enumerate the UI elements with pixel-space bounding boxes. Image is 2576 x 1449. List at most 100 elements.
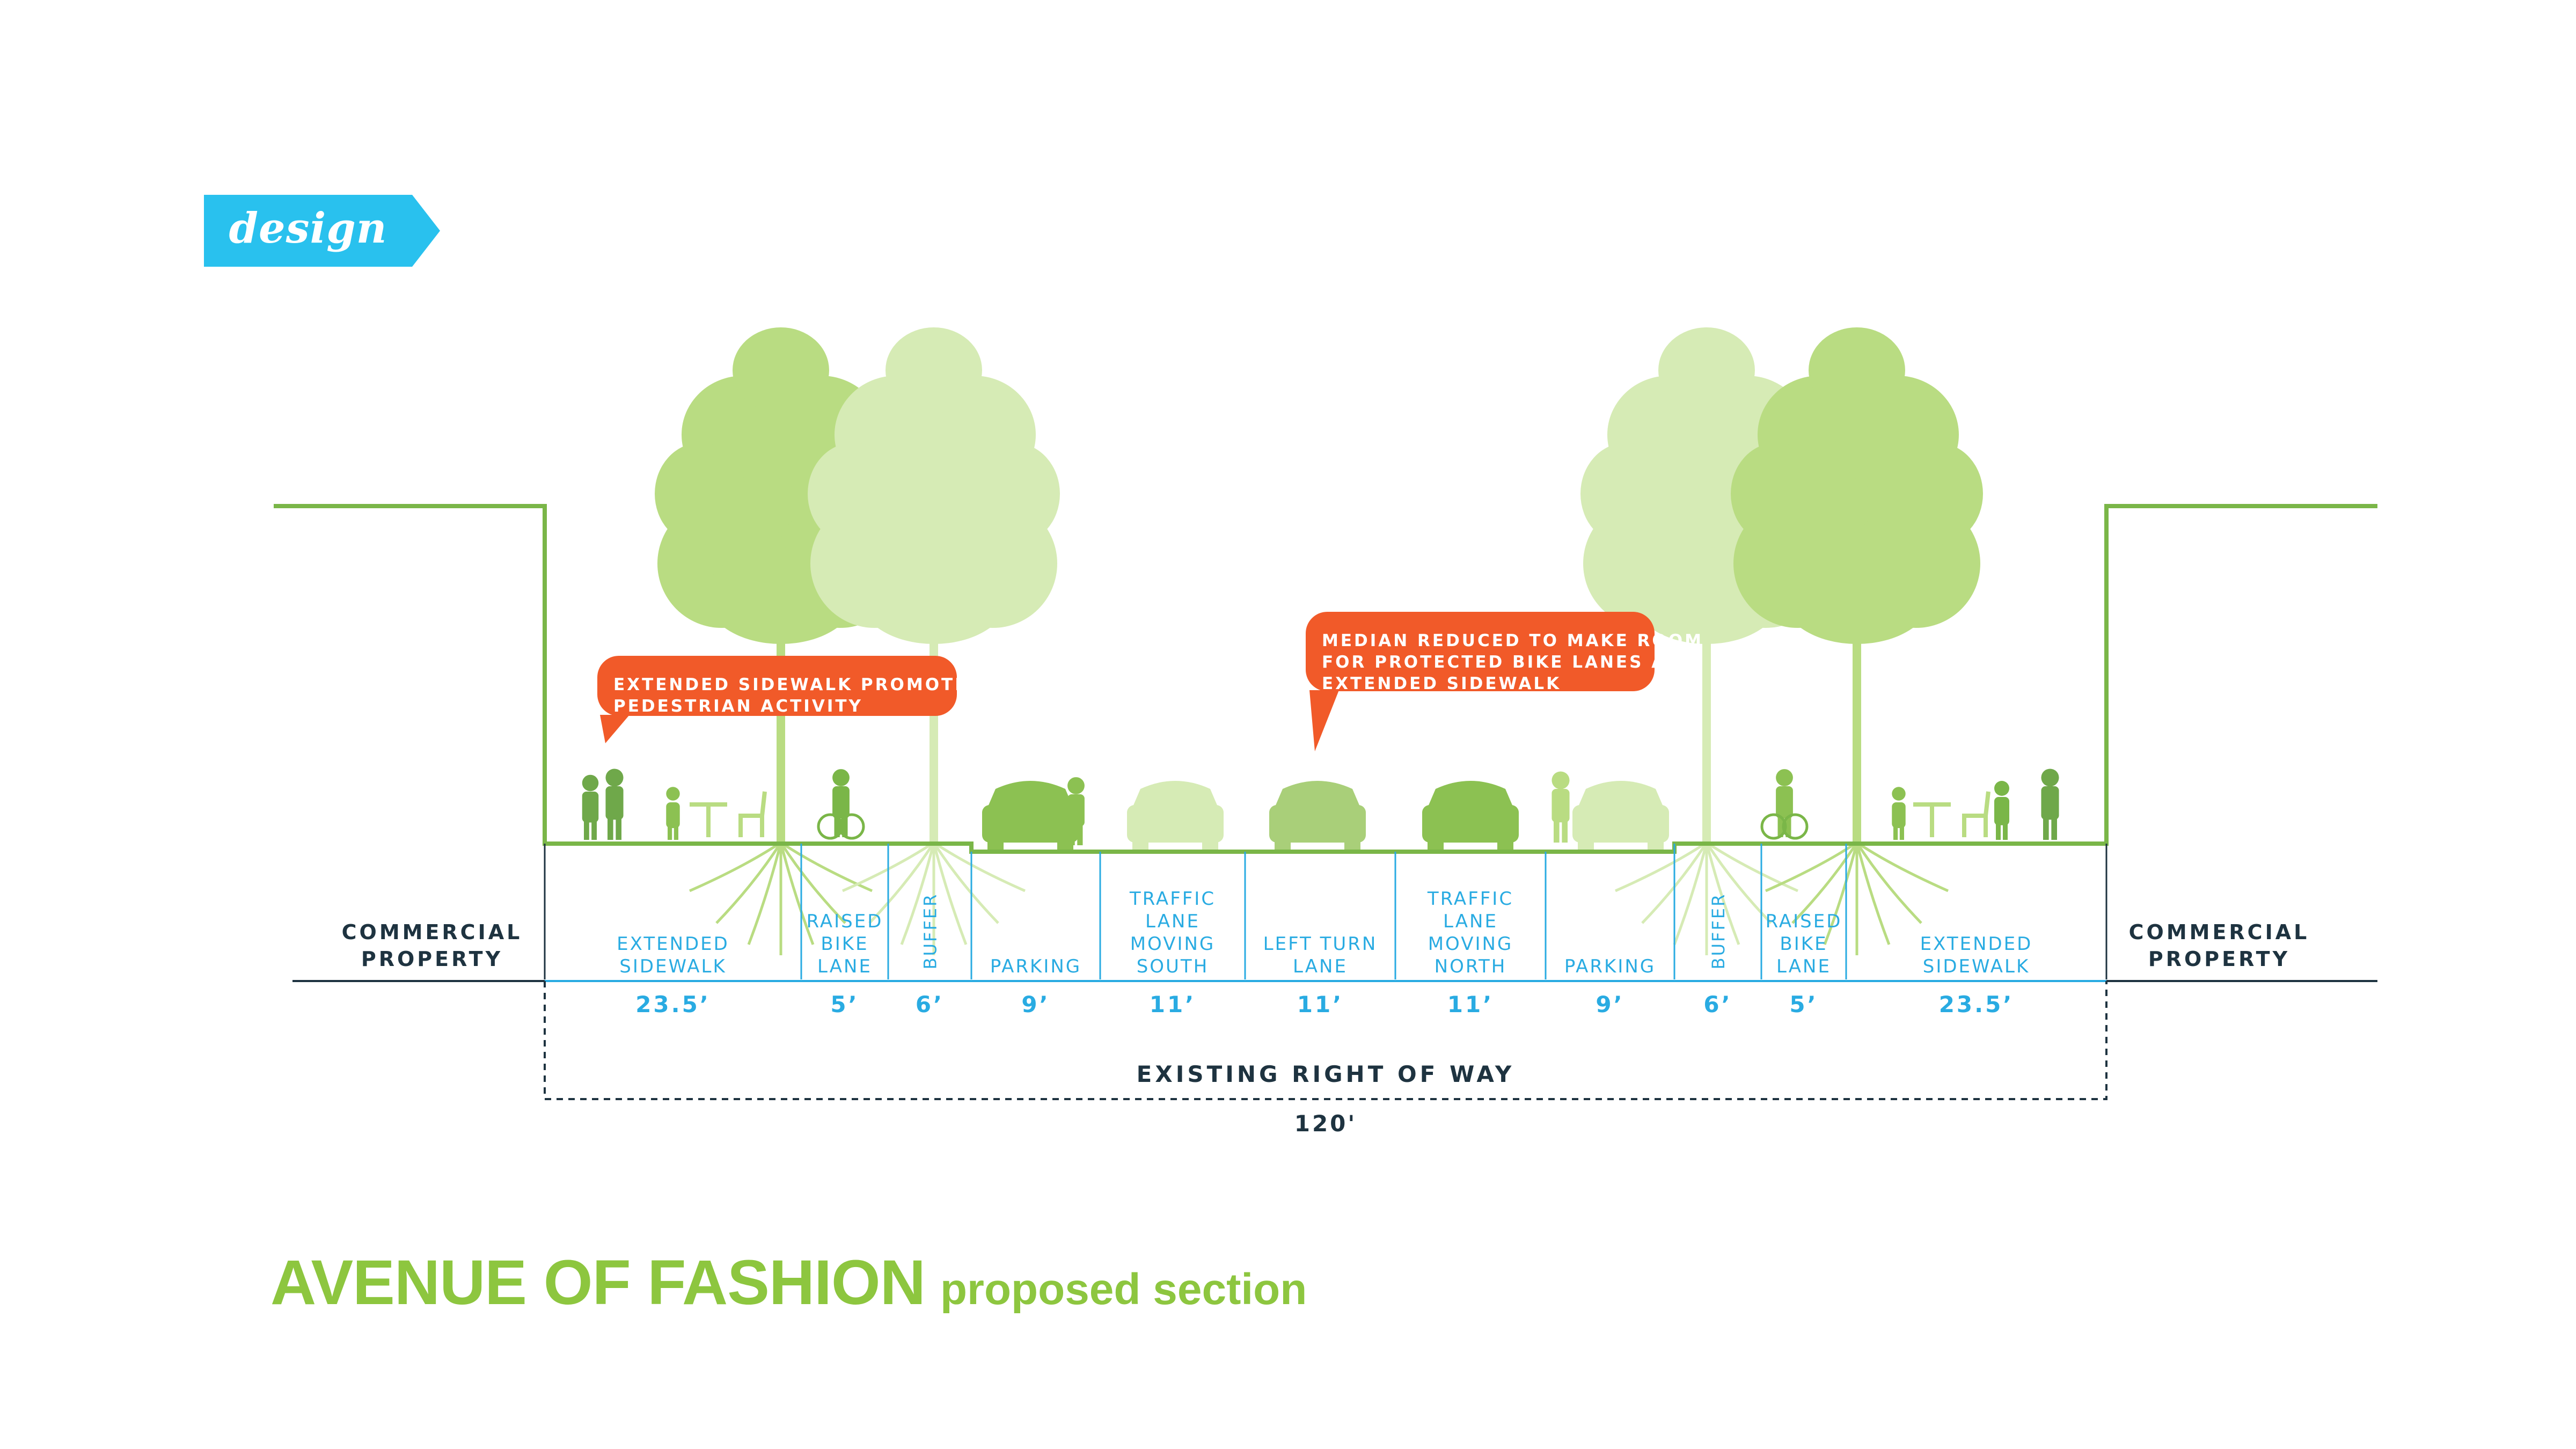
car-wheel xyxy=(1132,840,1148,852)
person-leg xyxy=(1077,815,1083,845)
person-head xyxy=(1994,781,2009,796)
lane-label: LANE xyxy=(1145,911,1200,932)
lane-width: 23.5’ xyxy=(635,991,711,1018)
lane-label: NORTH xyxy=(1435,956,1507,977)
car-roof xyxy=(1578,781,1664,808)
tree-canopy xyxy=(969,443,1060,545)
tree-root xyxy=(1673,842,1708,945)
right-of-way-dimension xyxy=(544,981,2107,1100)
lane-width: 23.5’ xyxy=(1939,991,2014,1018)
person-leg xyxy=(668,816,672,840)
lane-label: PARKING xyxy=(1564,956,1656,977)
person-leg xyxy=(584,811,589,840)
person-head xyxy=(1892,787,1906,801)
tree-left-2 xyxy=(808,327,1060,955)
bike-wheel-icon xyxy=(1760,813,1787,840)
right-of-way-width: 120' xyxy=(1294,1110,1357,1137)
tree-root xyxy=(933,841,1026,892)
bike-wheel-icon xyxy=(838,813,865,840)
car-wheel xyxy=(1497,840,1513,852)
bike-wheel-icon xyxy=(1782,813,1809,840)
lane-label: SIDEWALK xyxy=(619,956,727,977)
tree-root xyxy=(1614,841,1708,892)
tree-root xyxy=(779,841,846,924)
title-subtitle: proposed section xyxy=(940,1265,1307,1314)
car-wheel xyxy=(1275,840,1291,852)
lane-label: BIKE xyxy=(1780,933,1827,955)
cyclist xyxy=(1776,769,1793,837)
tree-canopy xyxy=(1731,443,1822,545)
car-roof xyxy=(1132,781,1218,808)
ground-profile xyxy=(274,504,2377,854)
person-leg xyxy=(674,816,678,840)
person-leg xyxy=(842,807,848,837)
tree-root xyxy=(1823,842,1858,945)
person-leg xyxy=(1562,811,1568,843)
lane-width: 11’ xyxy=(1297,991,1343,1018)
person-leg xyxy=(1996,813,2001,840)
pedestrian xyxy=(582,774,599,840)
car-wheel xyxy=(1202,840,1218,852)
car-body xyxy=(1269,805,1366,843)
diagram-title: AVENUE OF FASHION proposed section xyxy=(270,1246,1307,1319)
car-body xyxy=(1127,805,1224,843)
tree-root xyxy=(747,842,782,945)
tree-canopy xyxy=(808,443,899,545)
callout-tail xyxy=(1309,690,1339,751)
lane-label: MOVING xyxy=(1130,933,1216,955)
lane-label: BIKE xyxy=(821,933,868,955)
cafe-chair-icon xyxy=(1962,791,1990,837)
person-head xyxy=(1552,771,1570,789)
person-leg xyxy=(591,811,597,840)
tree-root xyxy=(1765,841,1858,892)
lane-label: BUFFER xyxy=(920,893,941,970)
person-leg xyxy=(2043,808,2049,840)
person-leg xyxy=(2051,808,2057,840)
seated-person xyxy=(1892,787,1906,840)
car-roof xyxy=(1275,781,1360,808)
car-body xyxy=(1422,805,1519,843)
car-wheel xyxy=(987,840,1004,852)
car-wheel xyxy=(1344,840,1360,852)
title-main: AVENUE OF FASHION xyxy=(270,1247,926,1318)
commercial-property-left: COMMERCIAL xyxy=(342,920,523,944)
tree-root xyxy=(932,842,968,945)
car-parking-left xyxy=(982,781,1079,852)
cafe-table-icon xyxy=(690,802,727,807)
lane-width: 11’ xyxy=(1447,991,1494,1018)
lane-label: LANE xyxy=(1776,956,1831,977)
callout-text: MEDIAN REDUCED TO MAKE ROOM xyxy=(1322,631,1703,650)
tree-root xyxy=(715,841,782,924)
lane-width: 5’ xyxy=(830,991,859,1018)
tree-canopy xyxy=(859,547,1009,644)
person-leg xyxy=(1777,807,1783,837)
cyclist xyxy=(832,769,850,837)
right-of-way-label: EXISTING RIGHT OF WAY xyxy=(1137,1061,1515,1087)
lane-width: 9’ xyxy=(1596,991,1624,1018)
lane-label: EXTENDED xyxy=(617,933,729,955)
lane-label: SOUTH xyxy=(1137,956,1209,977)
tree-root xyxy=(900,842,935,945)
car-parking-right xyxy=(1572,781,1669,852)
lane-label: SIDEWALK xyxy=(1923,956,2030,977)
person-leg xyxy=(608,808,613,840)
callout-tail xyxy=(600,715,630,743)
person-leg xyxy=(1785,807,1791,837)
person-leg xyxy=(1554,811,1560,843)
tree-root xyxy=(1855,842,1891,945)
car-wheel xyxy=(1648,840,1664,852)
tree-canopy xyxy=(1580,443,1672,545)
tree-canopy xyxy=(733,327,829,413)
pedestrian xyxy=(1552,771,1570,843)
person-head xyxy=(2041,769,2059,787)
lane-label: LANE xyxy=(817,956,872,977)
lane-label: EXTENDED xyxy=(1920,933,2033,955)
callout-text: PEDESTRIAN ACTIVITY xyxy=(613,697,863,716)
person-leg xyxy=(616,808,621,840)
car-left-turn xyxy=(1269,781,1366,852)
tree-right-2 xyxy=(1731,327,1983,955)
cafe-table-icon xyxy=(1913,802,1951,807)
